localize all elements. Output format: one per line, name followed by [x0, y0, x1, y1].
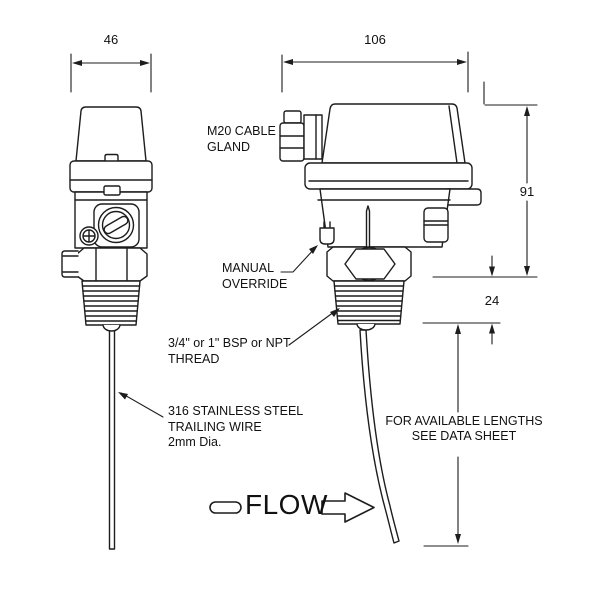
flow-symbol: [209, 492, 375, 523]
left-side-port: [61, 250, 79, 278]
right-flange-ear: [446, 188, 482, 206]
right-trailing-wire: [359, 329, 400, 544]
dimension-106: [281, 51, 469, 93]
dimension-24: [422, 255, 501, 345]
dim-91-label: 91: [513, 184, 541, 199]
flow-arrow-icon: [321, 492, 375, 523]
right-view-drawing: [279, 103, 482, 544]
right-thread: [333, 280, 405, 325]
dim-24-label: 24: [484, 293, 500, 308]
left-screw: [79, 226, 99, 246]
flow-pill-icon: [209, 501, 242, 514]
left-trailing-wire: [108, 330, 116, 550]
cable-gland: [279, 110, 305, 162]
dimension-lines: [70, 51, 538, 547]
thread-leader: [288, 308, 340, 346]
dim-46-label: 46: [103, 32, 119, 47]
flow-label: FLOW: [245, 489, 328, 520]
available-lengths-label: FOR AVAILABLE LENGTHS SEE DATA SHEET: [383, 414, 545, 444]
thread-label: 3/4" or 1" BSP or NPT THREAD: [168, 336, 291, 366]
leader-lines: [118, 245, 340, 418]
left-view-drawing: [61, 106, 153, 550]
left-hex-nut: [76, 247, 148, 282]
dimension-46: [70, 53, 152, 93]
dim-106-label: 106: [364, 32, 386, 47]
left-cap-tab: [104, 153, 119, 162]
left-cap: [75, 106, 147, 162]
dimension-available-length: [423, 324, 469, 547]
right-flange: [304, 162, 473, 190]
right-hex-nut: [326, 246, 412, 282]
left-thread: [81, 280, 141, 326]
manual-override-leader: [280, 245, 318, 273]
manual-override-button: [319, 221, 335, 245]
trailing-wire-leader: [118, 392, 164, 418]
dimension-91: [432, 81, 538, 278]
trailing-wire-label: 316 STAINLESS STEEL TRAILING WIRE 2mm Di…: [168, 404, 304, 449]
cable-gland-label: M20 CABLE GLAND: [207, 124, 276, 154]
manual-override-label: MANUAL OVERRIDE: [222, 261, 288, 291]
right-housing: [321, 103, 466, 164]
